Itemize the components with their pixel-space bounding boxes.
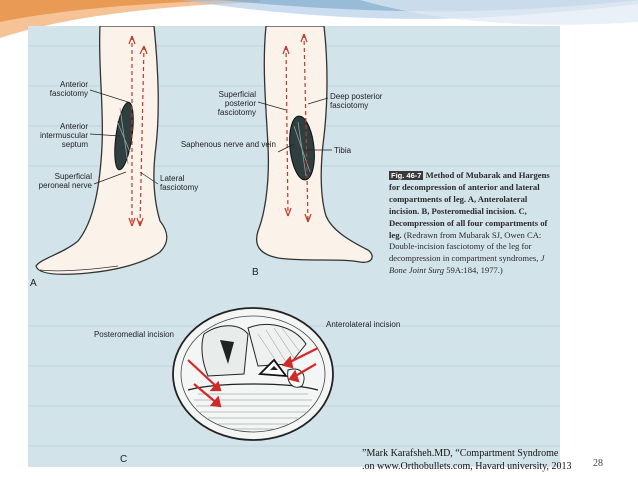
leg-cross-section <box>172 307 334 441</box>
caption-journal: J Bone Joint Surg <box>389 253 545 276</box>
figure-caption: Fig. 46-7 Method of Mubarak and Hargens … <box>389 170 559 277</box>
label-anterior-septum: Anterior intermuscular septum <box>39 122 88 149</box>
label-saphenous-nerve-vein: Saphenous nerve and vein <box>180 140 276 149</box>
incision-b <box>289 115 315 181</box>
label-deep-posterior-fasciotomy: Deep posterior fasciotomy <box>330 92 383 110</box>
textbook-figure-scan: Anterior fasciotomy Anterior intermuscul… <box>28 26 560 467</box>
label-anterolateral-incision: Anterolateral incision <box>326 320 401 329</box>
label-superficial-peroneal-nerve: Superficial peroneal nerve <box>38 172 92 190</box>
label-posteromedial-incision: Posteromedial incision <box>93 330 174 339</box>
leg-diagram-anterolateral <box>35 26 168 275</box>
leg-diagram-posteromedial <box>255 26 373 263</box>
label-superficial-posterior-fasciotomy: Superficial posterior fasciotomy <box>217 90 256 117</box>
caption-reference: (Redrawn from Mubarak SJ, Owen CA: Doubl… <box>389 229 542 264</box>
figure-number-badge: Fig. 46-7 <box>389 171 424 180</box>
label-anterior-fasciotomy: Anterior fasciotomy <box>49 80 88 98</box>
label-lateral-fasciotomy: Lateral fasciotomy <box>160 174 199 192</box>
label-tibia: Tibia <box>334 146 352 155</box>
citation-line-2: .on www.Orthobullets.com, Havard univers… <box>362 461 572 472</box>
caption-reference-tail: 59A:184, 1977.) <box>446 265 503 276</box>
citation: ”Mark Karafsheh.MD, “Compartment Syndrom… <box>362 447 572 473</box>
panel-label-a: A <box>30 278 37 289</box>
panel-label-b: B <box>252 267 259 278</box>
panel-label-c: C <box>120 454 128 465</box>
header-swoosh <box>0 0 638 38</box>
citation-line-1: ”Mark Karafsheh.MD, “Compartment Syndrom… <box>362 448 559 459</box>
incision-a <box>114 101 134 171</box>
caption-description: Method of Mubarak and Hargens for decomp… <box>389 170 550 240</box>
slide-number: 28 <box>593 458 603 469</box>
